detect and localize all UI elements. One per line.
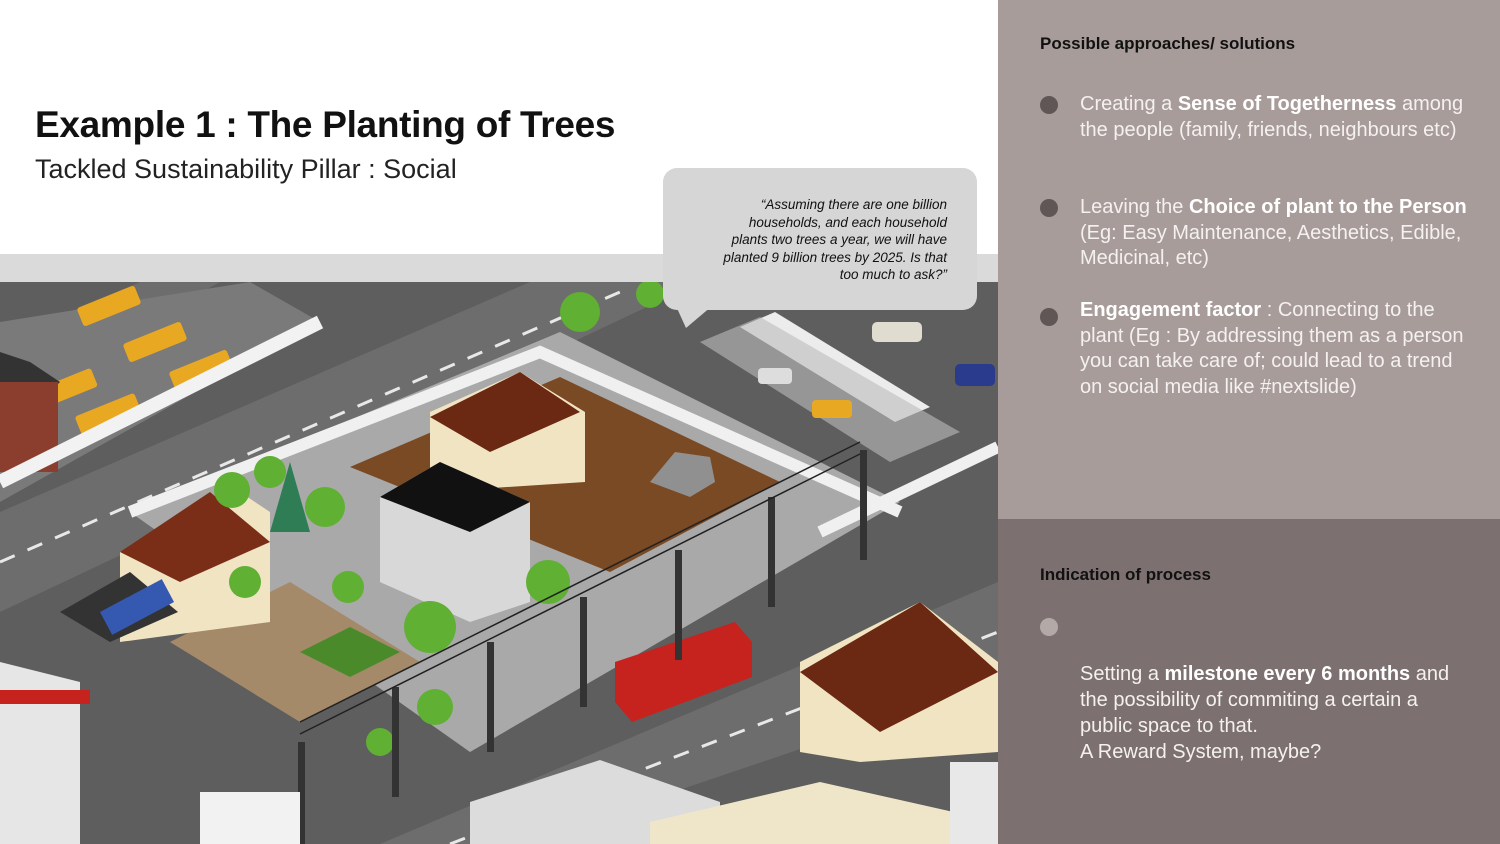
approach-item-2-bold: Choice of plant to the Person <box>1188 196 1467 218</box>
quote-bubble-tail <box>676 306 712 328</box>
process-heading: Indication of process <box>1040 565 1211 584</box>
quote-text: “Assuming there are one billion househol… <box>723 197 947 282</box>
approaches-panel: Possible approaches/ solutions Creating … <box>998 0 1500 519</box>
approaches-heading: Possible approaches/ solutions <box>1040 34 1296 53</box>
bullet-dot-icon <box>1040 618 1058 636</box>
process-item-1-bold: milestone every 6 months <box>1164 663 1411 686</box>
slide-title: Example 1 : The Planting of Trees <box>35 104 616 145</box>
city-illustration <box>0 282 998 844</box>
approach-item-1-post: among the people (family, friends, neigh… <box>1080 93 1464 141</box>
approach-item-1-bold: Sense of Togetherness <box>1177 93 1397 115</box>
approach-item-3: Engagement factor : Connecting to the pl… <box>1040 298 1475 401</box>
approach-item-2-post: (Eg: Easy Maintenance, Aesthetics, Edibl… <box>1080 221 1462 270</box>
approach-item-3-post: : Connecting to the plant (Eg : By addre… <box>1080 299 1464 399</box>
quote-bubble: “Assuming there are one billion househol… <box>663 168 977 310</box>
approach-item-1-pre: Creating a <box>1080 93 1178 115</box>
bullet-dot-icon <box>1040 308 1058 326</box>
approach-item-1: Creating a Sense of Togetherness among t… <box>1040 92 1475 143</box>
slide-subtitle: Tackled Sustainability Pillar : Social <box>35 154 457 184</box>
bullet-dot-icon <box>1040 199 1058 217</box>
approach-item-2: Leaving the Choice of plant to the Perso… <box>1040 195 1475 272</box>
process-item-1: Setting a milestone every 6 months and t… <box>1040 611 1475 765</box>
approach-item-3-bold: Engagement factor <box>1080 299 1262 321</box>
approach-item-2-pre: Leaving the <box>1080 196 1189 218</box>
bullet-dot-icon <box>1040 96 1058 114</box>
process-panel: Indication of process Setting a mileston… <box>998 519 1500 844</box>
process-item-1-pre: Setting a <box>1080 663 1165 686</box>
process-item-1-post: and the possibility of commiting a certa… <box>1080 663 1450 763</box>
